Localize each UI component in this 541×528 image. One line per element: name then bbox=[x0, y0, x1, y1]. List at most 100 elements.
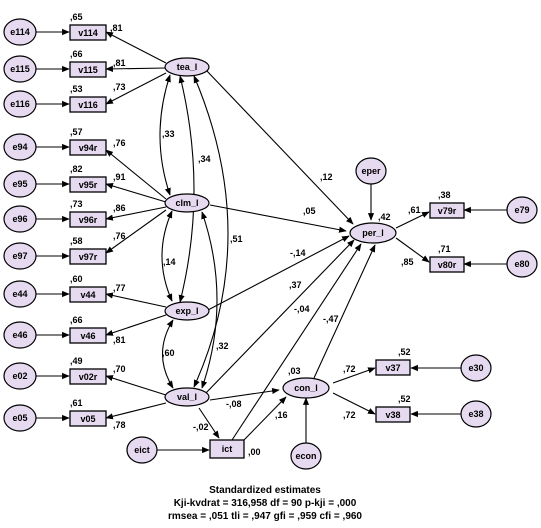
loading-v116: ,73 bbox=[113, 82, 126, 92]
loading-v38: ,72 bbox=[343, 410, 356, 420]
latent-exp_l: exp_l bbox=[175, 306, 198, 316]
footer-line1: Kji-kvdrat = 316,958 df = 90 p-kji = ,00… bbox=[174, 498, 357, 509]
node-e02: e02 bbox=[12, 371, 27, 381]
node-e94: e94 bbox=[12, 142, 27, 152]
latent-clm_l: clm_l bbox=[175, 198, 198, 208]
correlation-coefficients: ,33 ,34 ,51 ,14 ,32 ,60 bbox=[162, 129, 243, 358]
footer-line2: rmsea = ,051 tli = ,947 gfi = ,959 cfi =… bbox=[168, 511, 362, 522]
arrows bbox=[36, 28, 507, 454]
node-eper: eper bbox=[361, 166, 381, 176]
latent-val_l: val_l bbox=[177, 392, 197, 402]
coef-val-ict: -,02 bbox=[193, 422, 209, 432]
r-squared-right: ,42 ,03 ,00 ,38 ,71 ,52 ,52 bbox=[248, 190, 451, 457]
coef-exp-per: -,14 bbox=[290, 248, 306, 258]
node-e115: e115 bbox=[10, 64, 30, 74]
node-e97: e97 bbox=[12, 251, 27, 261]
node-e95: e95 bbox=[12, 179, 27, 189]
r-squared-left: ,65 ,66 ,53 ,57 ,82 ,73 ,58 ,60 ,66 ,49 … bbox=[70, 12, 83, 408]
node-ict: ict bbox=[222, 444, 233, 454]
node-v115: v115 bbox=[78, 65, 98, 75]
node-v96r: v96r bbox=[79, 215, 98, 225]
r2-v114: ,65 bbox=[70, 12, 83, 22]
node-v38: v38 bbox=[385, 410, 400, 420]
loading-v96r: ,86 bbox=[113, 203, 126, 213]
error-terms-left: e114 e115 e116 e94 e95 e96 e97 e44 e46 e… bbox=[3, 18, 37, 432]
loading-v114: ,81 bbox=[110, 23, 123, 33]
coef-val-con: -,08 bbox=[226, 399, 242, 409]
node-v97r: v97r bbox=[79, 252, 98, 262]
loading-v37: ,72 bbox=[343, 364, 356, 374]
loadings-left: ,81 ,81 ,73 ,76 ,91 ,86 ,76 ,77 ,81 ,70 … bbox=[110, 23, 126, 430]
r2-v97r: ,58 bbox=[70, 236, 83, 246]
node-e05: e05 bbox=[12, 413, 27, 423]
coef-con-per: -,47 bbox=[323, 314, 339, 324]
corr-tea-clm: ,33 bbox=[162, 129, 175, 139]
corr-tea-exp: ,34 bbox=[198, 154, 211, 164]
footer-title: Standardized estimates bbox=[209, 485, 321, 496]
loading-v44: ,77 bbox=[113, 283, 126, 293]
node-v114: v114 bbox=[78, 28, 98, 38]
coef-tea-per: ,12 bbox=[320, 172, 333, 182]
r2-v80r: ,71 bbox=[438, 244, 451, 254]
fit-statistics: Standardized estimates Kji-kvdrat = 316,… bbox=[168, 485, 362, 522]
r2-v95r: ,82 bbox=[70, 164, 83, 174]
node-v44: v44 bbox=[80, 290, 95, 300]
loading-v79r: ,61 bbox=[408, 205, 421, 215]
r2-v79r: ,38 bbox=[438, 190, 451, 200]
latent-per_l: per_l bbox=[362, 228, 384, 238]
node-e79: e79 bbox=[514, 205, 529, 215]
right-nodes: eper v79r v80r e79 e80 v37 v38 e30 e38 e… bbox=[126, 157, 538, 470]
node-v02r: v02r bbox=[79, 372, 98, 382]
node-e38: e38 bbox=[468, 409, 483, 419]
loading-v05: ,78 bbox=[113, 420, 126, 430]
r2-v38: ,52 bbox=[398, 394, 411, 404]
r2-v44: ,60 bbox=[70, 274, 83, 284]
r2-v96r: ,73 bbox=[70, 199, 83, 209]
r2-v94r: ,57 bbox=[70, 127, 83, 137]
r2-v116: ,53 bbox=[70, 84, 83, 94]
corr-clm-exp: ,14 bbox=[163, 257, 176, 267]
node-v95r: v95r bbox=[79, 180, 98, 190]
coef-ict-per: -,04 bbox=[294, 304, 310, 314]
coef-val-per: ,37 bbox=[289, 280, 302, 290]
node-e44: e44 bbox=[12, 289, 27, 299]
latent-tea_l: tea_l bbox=[177, 62, 198, 72]
node-v79r: v79r bbox=[438, 206, 457, 216]
loading-v46: ,81 bbox=[113, 335, 126, 345]
node-v46: v46 bbox=[80, 331, 95, 341]
loading-v02r: ,70 bbox=[113, 364, 126, 374]
node-e30: e30 bbox=[468, 363, 483, 373]
node-e114: e114 bbox=[10, 27, 30, 37]
node-v37: v37 bbox=[385, 363, 400, 373]
latent-variables: tea_l clm_l exp_l val_l per_l con_l bbox=[164, 57, 397, 407]
r2-ict: ,00 bbox=[248, 447, 261, 457]
loading-v95r: ,91 bbox=[113, 172, 126, 182]
loading-v97r: ,76 bbox=[113, 231, 126, 241]
node-e116: e116 bbox=[10, 99, 30, 109]
node-v80r: v80r bbox=[438, 260, 457, 270]
r2-v115: ,66 bbox=[70, 49, 83, 59]
node-e80: e80 bbox=[514, 259, 529, 269]
corr-clm-val: ,32 bbox=[216, 341, 229, 351]
node-econ: econ bbox=[295, 451, 316, 461]
node-v05: v05 bbox=[80, 414, 95, 424]
latent-con_l: con_l bbox=[294, 383, 318, 393]
r2-v46: ,66 bbox=[70, 315, 83, 325]
corr-exp-val: ,60 bbox=[162, 348, 175, 358]
coef-ict-con: ,16 bbox=[275, 410, 288, 420]
loading-v80r: ,85 bbox=[401, 257, 414, 267]
r2-per_l: ,42 bbox=[378, 212, 391, 222]
node-e96: e96 bbox=[12, 214, 27, 224]
indicators-left: v114 v115 v116 v94r v95r v96r v97r v44 v… bbox=[69, 24, 107, 427]
node-v94r: v94r bbox=[79, 143, 98, 153]
loading-v115: ,81 bbox=[113, 58, 126, 68]
r2-con_l: ,03 bbox=[288, 366, 301, 376]
loading-v94r: ,76 bbox=[113, 138, 126, 148]
node-eict: eict bbox=[134, 445, 150, 455]
node-e46: e46 bbox=[12, 330, 27, 340]
corr-tea-val: ,51 bbox=[230, 234, 243, 244]
node-v116: v116 bbox=[78, 100, 98, 110]
r2-v02r: ,49 bbox=[70, 356, 83, 366]
coef-clm-per: ,05 bbox=[303, 206, 316, 216]
